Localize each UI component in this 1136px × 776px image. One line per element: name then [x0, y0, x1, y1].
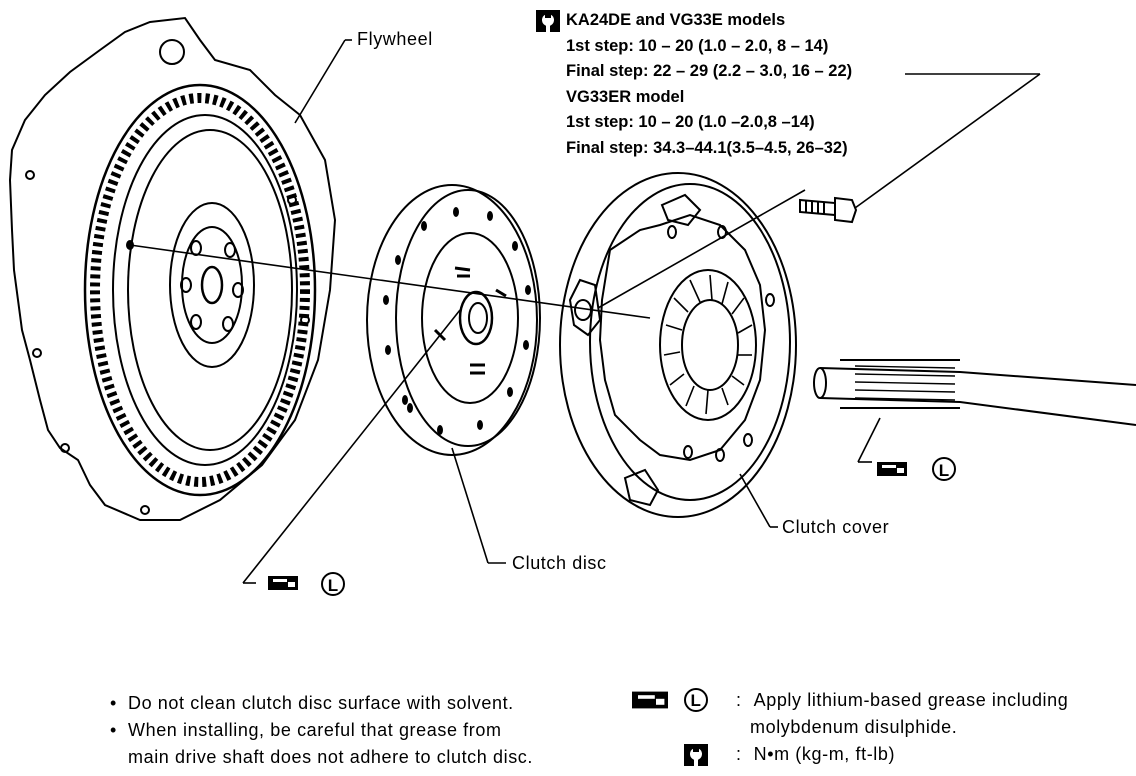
legend-torque-units: N•m (kg-m, ft-lb): [753, 744, 896, 764]
diaphragm-spring: [659, 269, 757, 421]
leader-lines: [129, 39, 1041, 584]
lithium-grease-letter: L: [691, 691, 702, 710]
ring-gear: [83, 83, 317, 497]
torque-heading-ka24de-vg33e: KA24DE and VG33E models: [566, 11, 786, 29]
grease-gun-icon: [268, 576, 298, 590]
clutch-disc: [366, 184, 541, 456]
torque-final-step-a: Final step: 22 – 29 (2.2 – 3.0, 16 – 22): [566, 62, 853, 80]
note-item: When installing, be careful that grease …: [128, 720, 502, 740]
lithium-grease-icon: L: [684, 688, 708, 712]
grease-gun-icon: [877, 462, 907, 476]
main-drive-shaft: [813, 359, 1136, 426]
label-flywheel: Flywheel: [357, 29, 433, 49]
torque-wrench-icon: [684, 743, 708, 766]
lithium-grease-icon: L: [932, 457, 956, 481]
legend-grease-text: Apply lithium-based grease including: [753, 689, 1069, 710]
bullet: •: [110, 693, 117, 713]
legend: L : Apply lithium-based grease including…: [632, 686, 1068, 768]
legend-grease-text-continued: molybdenum disulphide.: [750, 717, 958, 737]
note-item-continued: main drive shaft does not adhere to clut…: [128, 747, 534, 767]
torque-spec: KA24DE and VG33E models 1st step: 10 – 2…: [536, 8, 852, 161]
clutch-cover-bolt: [799, 196, 858, 224]
lithium-grease-icon: L: [321, 572, 345, 596]
torque-wrench-icon: [536, 9, 560, 32]
note-item: Do not clean clutch disc surface with so…: [128, 693, 514, 713]
grease-gun-icon: [632, 691, 668, 709]
torque-final-step-b: Final step: 34.3–44.1(3.5–4.5, 26–32): [566, 138, 848, 157]
legend-colon: :: [736, 689, 742, 710]
flywheel: [8, 16, 337, 521]
torque-first-step-b: 1st step: 10 – 20 (1.0 –2.0,8 –14): [566, 113, 815, 131]
notes: • Do not clean clutch disc surface with s…: [110, 690, 533, 771]
bullet: •: [110, 720, 117, 740]
flywheel-backing-plate: [8, 16, 337, 521]
legend-colon: :: [736, 744, 742, 764]
torque-heading-vg33er: VG33ER model: [566, 87, 685, 106]
label-clutch-cover: Clutch cover: [782, 517, 890, 537]
clutch-cover: [559, 172, 797, 518]
label-clutch-disc: Clutch disc: [512, 553, 607, 573]
torque-first-step-a: 1st step: 10 – 20 (1.0 – 2.0, 8 – 14): [566, 36, 829, 55]
lithium-grease-letter: L: [939, 461, 949, 480]
lithium-grease-letter: L: [328, 576, 338, 595]
flywheel-hub: [169, 202, 255, 368]
